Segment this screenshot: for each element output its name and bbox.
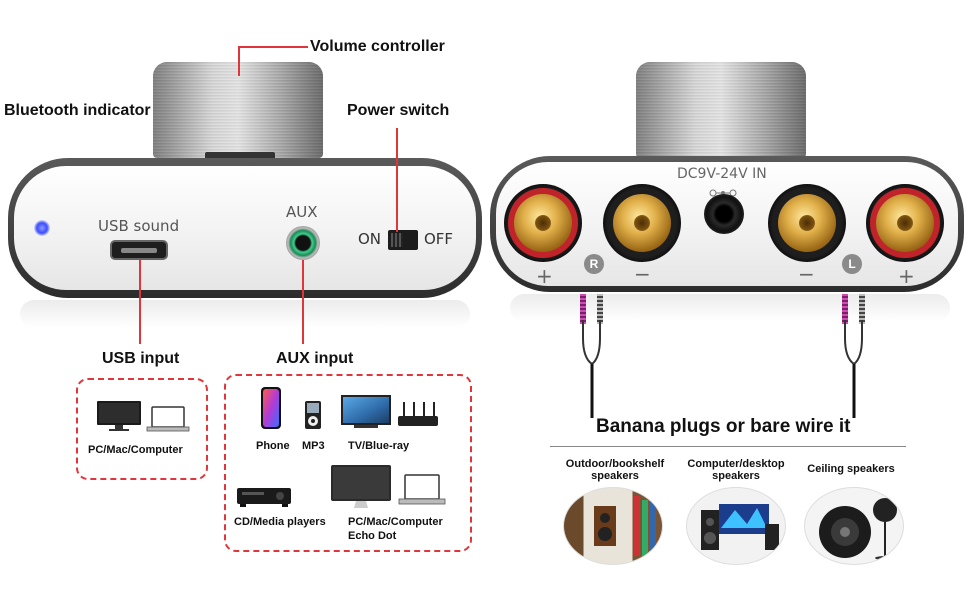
usb-sound-label: USB sound (98, 217, 180, 235)
dc-jack-icon[interactable] (704, 194, 744, 234)
phone-icon (260, 386, 282, 430)
computer-speakers-caption: Computer/desktop speakers (687, 458, 785, 482)
right-channel-badge: R (584, 254, 604, 274)
off-label: OFF (424, 230, 454, 248)
tv-caption: TV/Blue-ray (348, 440, 410, 452)
reflection (20, 300, 470, 328)
power-switch-label: Power switch (347, 102, 450, 119)
usb-input-label: USB input (102, 350, 180, 367)
speakers-divider (550, 446, 906, 447)
bookshelf-speaker-photo (563, 487, 663, 565)
usb-devices-box (76, 378, 208, 480)
minus-sign-left: − (798, 262, 815, 286)
on-label: ON (358, 230, 382, 248)
usb-port-icon[interactable] (110, 240, 168, 260)
cd-caption: CD/Media players (234, 516, 326, 528)
volume-callout-line-v (238, 46, 240, 76)
volume-knob[interactable] (153, 62, 323, 158)
aux-callout-line (302, 260, 304, 344)
mp3-caption: MP3 (302, 440, 325, 452)
banana-plugs-label: Banana plugs or bare wire it (596, 416, 851, 437)
binding-post-right-positive[interactable] (504, 184, 582, 262)
computer-speaker-photo (686, 487, 786, 565)
left-channel-badge: L (842, 254, 862, 274)
phone-caption: Phone (256, 440, 290, 452)
imac-icon (330, 464, 392, 510)
binding-post-right-negative[interactable] (603, 184, 681, 262)
dc-input-label: DC9V-24V IN (677, 166, 767, 182)
binding-post-left-negative[interactable] (768, 184, 846, 262)
bluetooth-led-icon (34, 220, 50, 236)
ceiling-speaker-photo (804, 487, 904, 565)
pc-caption-line1: PC/Mac/Computer (348, 516, 443, 528)
power-switch[interactable] (388, 230, 418, 250)
aux-jack-icon[interactable] (286, 226, 320, 260)
minus-sign-right: − (634, 262, 651, 286)
ceiling-speakers-caption: Ceiling speakers (807, 463, 895, 475)
router-icon (396, 400, 440, 430)
front-face (14, 166, 476, 290)
usb-callout-line (139, 260, 141, 344)
cd-player-icon (236, 486, 292, 508)
aux-label: AUX (286, 203, 318, 221)
tv-icon (340, 394, 392, 430)
dc-polarity-icon (708, 184, 738, 197)
back-knob (636, 62, 806, 158)
knob-base (205, 152, 275, 160)
aux-input-label: AUX input (276, 350, 354, 367)
aux-devices-box (224, 374, 472, 552)
binding-post-left-positive[interactable] (866, 184, 944, 262)
volume-callout-line-h (238, 46, 308, 48)
usb-device-caption: PC/Mac/Computer (88, 444, 183, 456)
power-callout-line (396, 128, 398, 232)
mp3-player-icon (304, 400, 322, 430)
pc-caption-line2: Echo Dot (348, 530, 397, 542)
monitor-icon (96, 400, 142, 432)
outdoor-speakers-caption: Outdoor/bookshelf speakers (565, 458, 665, 482)
volume-controller-label: Volume controller (310, 38, 445, 55)
aux-laptop-icon (398, 474, 446, 506)
plus-sign-right: + (536, 264, 553, 288)
bluetooth-indicator-label: Bluetooth indicator (4, 102, 151, 119)
laptop-icon (146, 406, 190, 432)
plus-sign-left: + (898, 264, 915, 288)
